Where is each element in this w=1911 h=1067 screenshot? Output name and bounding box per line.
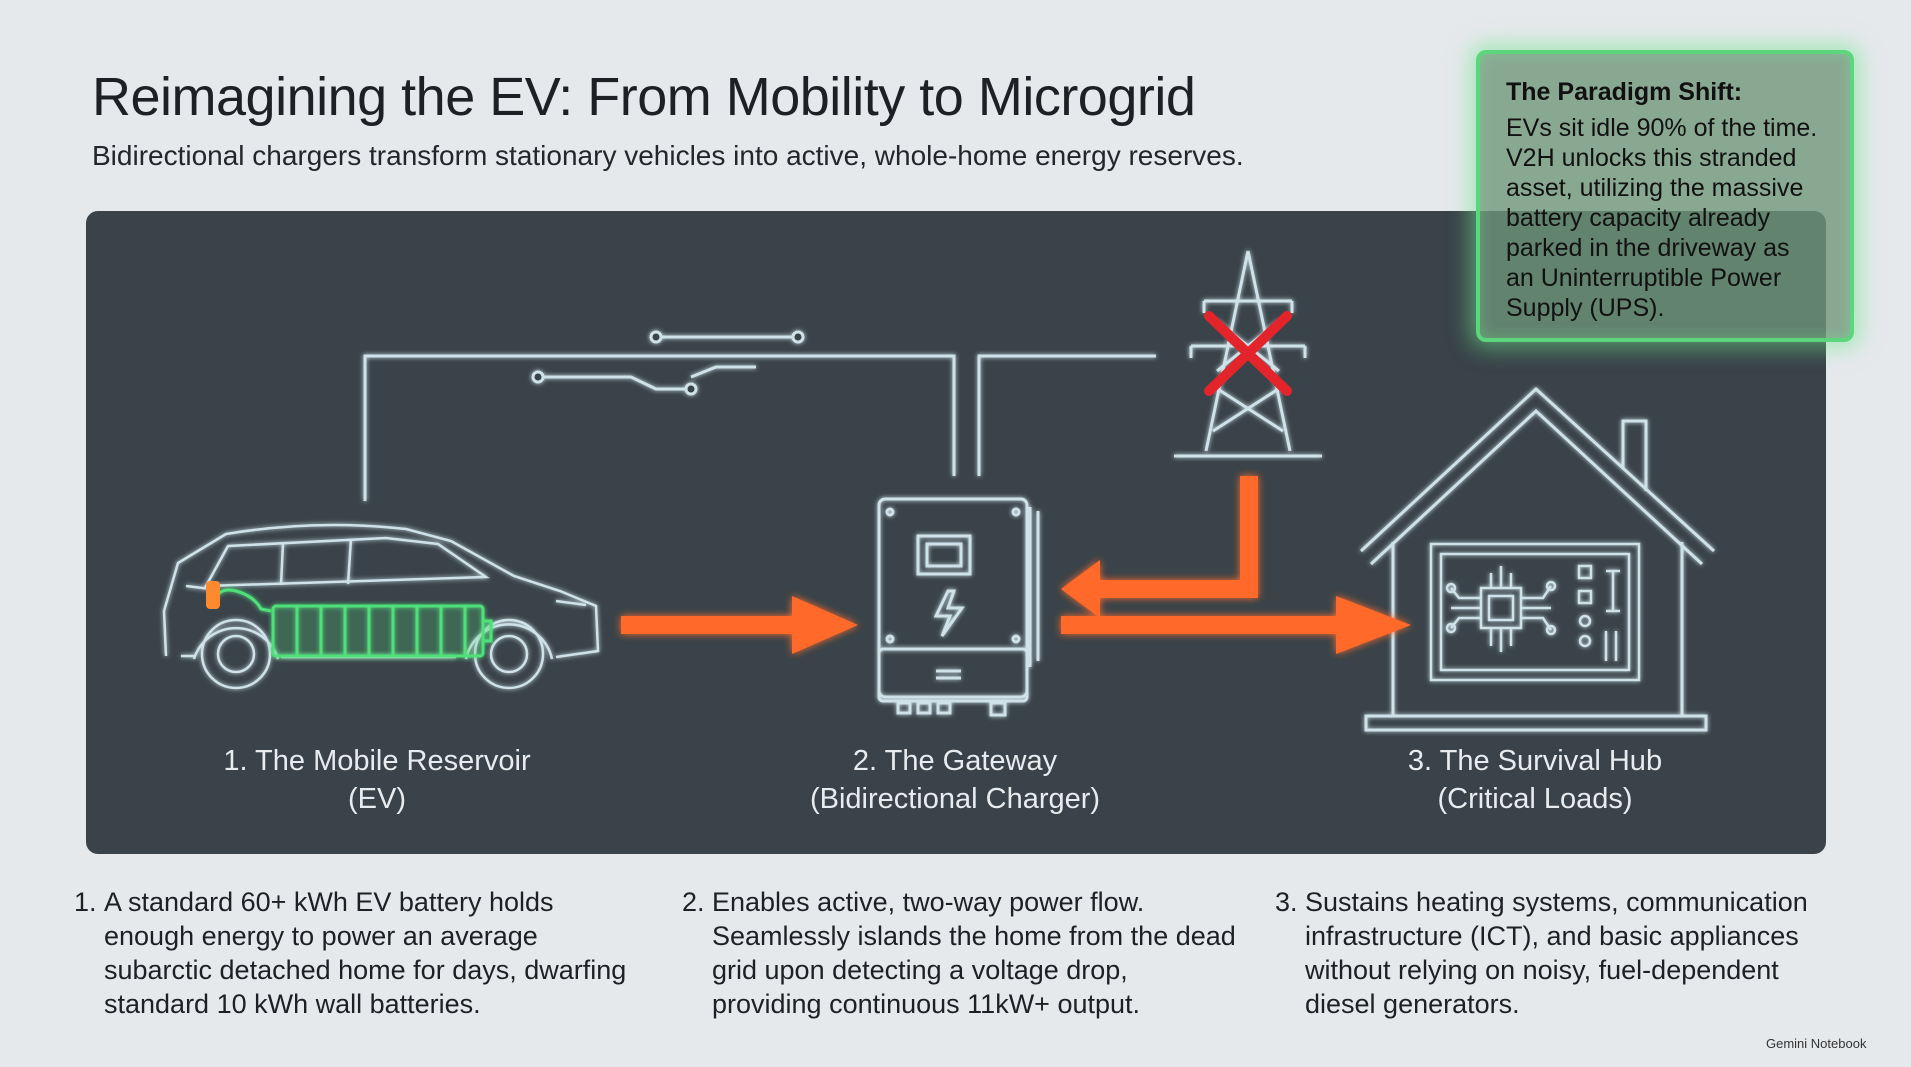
ev-car-icon [162, 523, 600, 690]
bidirectional-charger-icon [877, 497, 1040, 717]
stage-label-gateway: 2. The Gateway (Bidirectional Charger) [745, 742, 1165, 818]
paradigm-shift-callout: The Paradigm Shift: EVs sit idle 90% of … [1476, 50, 1854, 342]
page-subtitle: Bidirectional chargers transform station… [92, 140, 1244, 171]
grid-failure-x-icon [1204, 311, 1292, 396]
description-2: 2. Enables active, two-way power flow. S… [682, 885, 1242, 1021]
description-3-number: 3. [1275, 887, 1298, 917]
stage-label-ev: 1. The Mobile Reservoir (EV) [167, 742, 587, 818]
grid-to-charger-arrow [1061, 476, 1258, 618]
power-pylon-icon [1174, 250, 1322, 458]
charger-to-house-arrow [1061, 596, 1411, 654]
stage-label-survival-hub-subtitle: (Critical Loads) [1437, 783, 1633, 815]
ev-battery-icon [212, 588, 493, 658]
callout-heading: The Paradigm Shift: [1506, 78, 1743, 106]
watermark: Gemini Notebook [1766, 1036, 1867, 1051]
description-3: 3. Sustains heating systems, communicati… [1275, 885, 1850, 1021]
callout-body: EVs sit idle 90% of the time. V2H unlock… [1506, 114, 1818, 322]
stage-label-gateway-subtitle: (Bidirectional Charger) [809, 783, 1101, 815]
ev-to-charger-arrow [621, 596, 858, 654]
power-flow-arrows [621, 476, 1411, 654]
stage-label-ev-subtitle: (EV) [348, 783, 406, 815]
page-title: Reimagining the EV: From Mobility to Mic… [92, 67, 1196, 127]
energy-flow-diagram [162, 250, 1716, 732]
description-1-text: A standard 60+ kWh EV battery holds enou… [104, 887, 627, 1019]
circuit-board-icon [1429, 542, 1641, 682]
description-2-number: 2. [682, 887, 705, 917]
description-1: 1. A standard 60+ kWh EV battery holds e… [74, 885, 634, 1021]
description-1-number: 1. [74, 887, 97, 917]
description-3-text: Sustains heating systems, communication … [1305, 887, 1808, 1019]
description-2-text: Enables active, two-way power flow. Seam… [712, 887, 1236, 1019]
stage-label-survival-hub: 3. The Survival Hub (Critical Loads) [1325, 742, 1745, 818]
stage-label-gateway-title: 2. The Gateway [852, 745, 1058, 777]
transfer-switch-icon [363, 330, 1156, 501]
stage-label-survival-hub-title: 3. The Survival Hub [1407, 745, 1663, 777]
stage-label-ev-title: 1. The Mobile Reservoir [223, 745, 531, 777]
